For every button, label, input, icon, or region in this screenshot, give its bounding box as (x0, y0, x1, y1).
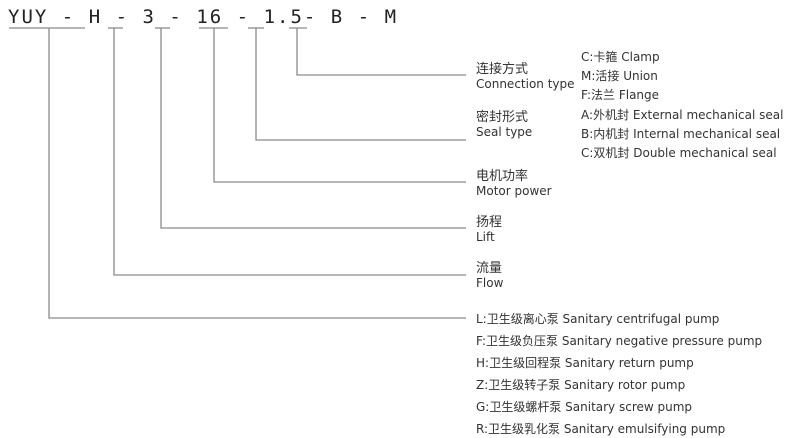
code-seal: B (330, 6, 345, 28)
pump-type-option: Z:卫生级转子泵 Sanitary rotor pump (476, 378, 686, 392)
option: A:外机封 External mechanical seal (581, 108, 784, 122)
option: M:活接 Union (581, 69, 658, 83)
seal-leader (255, 28, 466, 141)
pump-type-option: L:卫生级离心泵 Sanitary centrifugal pump (476, 312, 720, 326)
connection-label-zh: 连接方式 (476, 62, 529, 77)
flow-label-zh: 流量 (476, 261, 503, 276)
seal-label-zh: 密封形式 (476, 110, 529, 125)
code-type: H (88, 6, 103, 28)
flow-leader (113, 28, 466, 276)
pump-type-option: H:卫生级回程泵 Sanitary return pump (476, 356, 694, 370)
option: C:双机封 Double mechanical seal (581, 146, 777, 160)
dash: - (115, 6, 130, 28)
pump-type-option: G:卫生级螺杆泵 Sanitary screw pump (476, 400, 693, 414)
code-power: 1.5 (263, 6, 304, 28)
lift-label-en: Lift (476, 230, 495, 244)
lift-label-zh: 扬程 (476, 215, 503, 230)
connection-label-en: Connection type (476, 77, 575, 91)
dash: - (357, 6, 372, 28)
type-leader (48, 28, 466, 319)
connection-leader (296, 28, 466, 76)
power-label-en: Motor power (476, 184, 552, 198)
power-leader (213, 28, 466, 183)
option: C:卡箍 Clamp (581, 50, 660, 64)
option: F:法兰 Flange (581, 88, 660, 102)
option: B:内机封 Internal mechanical seal (581, 127, 781, 141)
dash: - (61, 6, 76, 28)
pump-type-option: F:卫生级负压泵 Sanitary negative pressure pump (476, 334, 763, 348)
code-flow: 3 (142, 6, 156, 28)
code-series: YUY (8, 6, 49, 28)
code-lift: 16 (196, 6, 224, 28)
dash: - (169, 6, 183, 28)
code-connection: M (384, 6, 399, 28)
pump-type-option: R:卫生级乳化泵 Sanitary emulsifying pump (476, 422, 726, 436)
seal-label-en: Seal type (476, 125, 533, 139)
model-code: YUY - H - 3 - 16 - 1.5- B - M (8, 6, 398, 28)
dash: - (303, 6, 318, 28)
dash: - (236, 6, 251, 28)
power-label-zh: 电机功率 (476, 169, 529, 184)
flow-label-en: Flow (476, 276, 504, 290)
lift-leader (160, 28, 466, 229)
